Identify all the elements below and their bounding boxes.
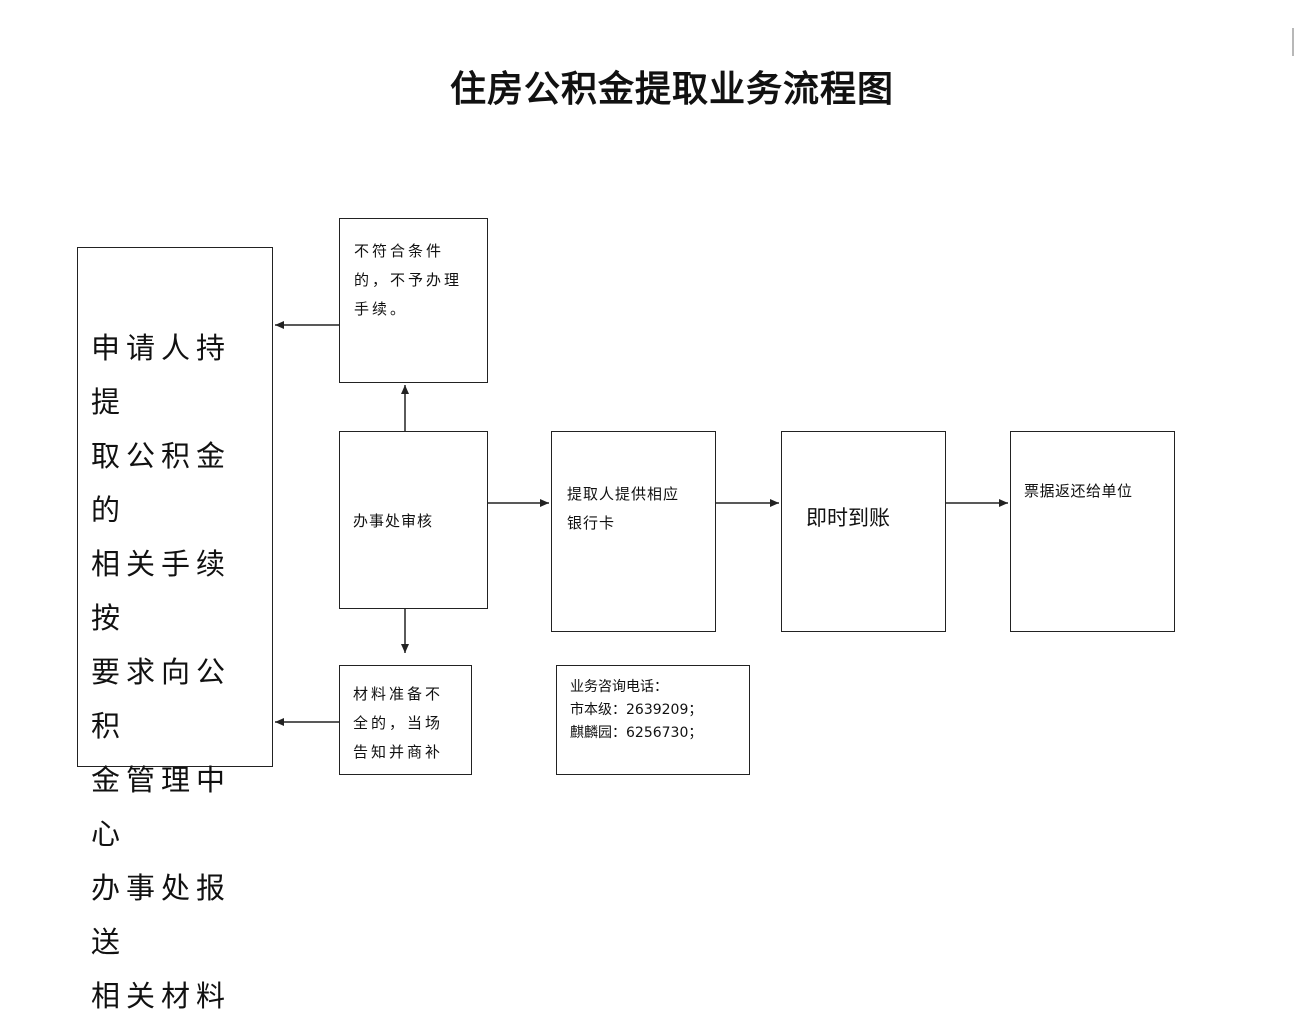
node-instant-credit-text: 即时到账 [806,506,890,530]
contact-phone-line: 市本级：2639209； [570,702,703,718]
node-office-review: 办事处审核 [339,431,488,609]
node-not-eligible-text: 不符合条件 的，不予办理 手续。 [354,242,463,318]
node-provide-bank-card: 提取人提供相应 银行卡 [551,431,716,632]
node-office-review-text: 办事处审核 [353,512,434,530]
node-provide-bank-card-text: 提取人提供相应 银行卡 [567,485,680,532]
contact-info-box: 业务咨询电话： 市本级：2639209； 麒麟园：6256730； [556,665,750,775]
contact-phone-line: 麒麟园：6256730； [570,725,703,741]
contact-heading: 业务咨询电话： [570,679,668,695]
node-not-eligible: 不符合条件 的，不予办理 手续。 [339,218,488,383]
node-return-bill: 票据返还给单位 [1010,431,1175,632]
node-applicant-text: 申请人持提 取公积金的 相关手续按 要求向公积 金管理中心 办事处报送 相关材料 [91,331,232,1013]
node-incomplete-materials: 材料准备不 全的，当场 告知并商补 [339,665,472,775]
node-applicant-submission: 申请人持提 取公积金的 相关手续按 要求向公积 金管理中心 办事处报送 相关材料 [77,247,273,1013]
node-incomplete-materials-text: 材料准备不 全的，当场 告知并商补 [353,685,444,761]
diagram-title: 住房公积金提取业务流程图 [449,69,894,110]
node-instant-credit: 即时到账 [781,431,946,632]
page-corner-mark [1292,28,1294,56]
connector-layer [275,321,1008,726]
node-return-bill-text: 票据返还给单位 [1024,482,1133,500]
